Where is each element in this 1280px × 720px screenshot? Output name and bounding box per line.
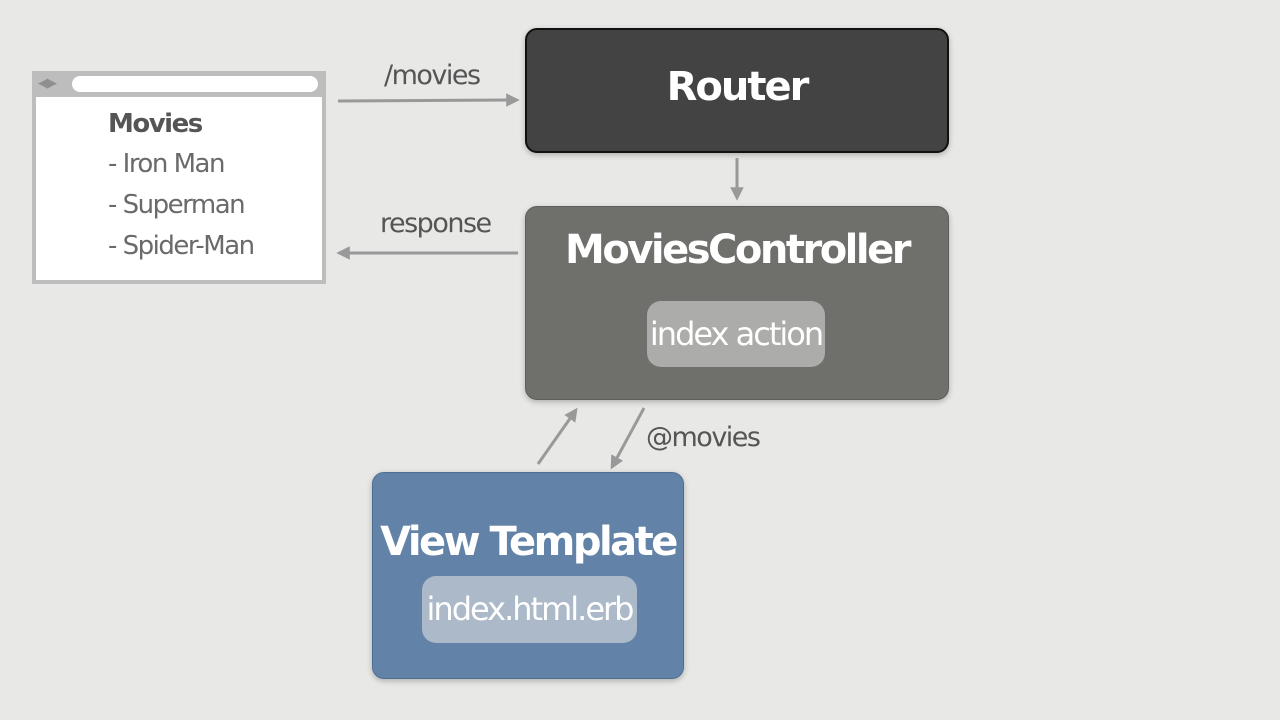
movies-heading: Movies	[108, 109, 203, 139]
view-template-box: View Template index.html.erb	[372, 472, 684, 679]
back-forward-icon: ◀▶	[38, 76, 57, 91]
movie-item: - Spider-Man	[108, 231, 255, 261]
controller-to-view-arrow	[610, 407, 646, 470]
router-box: Router	[525, 28, 949, 153]
movies-ivar-label: @movies	[646, 422, 761, 453]
request-label: /movies	[384, 60, 481, 91]
address-bar	[72, 76, 318, 92]
request-arrow	[337, 93, 520, 107]
response-label: response	[380, 208, 492, 239]
controller-title: MoviesController	[565, 227, 911, 273]
controller-box: MoviesController index action	[525, 206, 949, 400]
view-file-pill: index.html.erb	[422, 576, 637, 643]
browser-toolbar: ◀▶	[32, 71, 326, 97]
movie-item: - Iron Man	[108, 149, 225, 179]
movie-item: - Superman	[108, 190, 246, 220]
view-template-title: View Template	[380, 519, 678, 565]
browser-window: ◀▶ Movies - Iron Man - Superman - Spider…	[32, 71, 326, 284]
index-action-pill: index action	[647, 301, 825, 367]
browser-content: Movies - Iron Man - Superman - Spider-Ma…	[36, 97, 322, 280]
view-to-controller-arrow	[536, 407, 578, 465]
router-title: Router	[666, 64, 810, 110]
